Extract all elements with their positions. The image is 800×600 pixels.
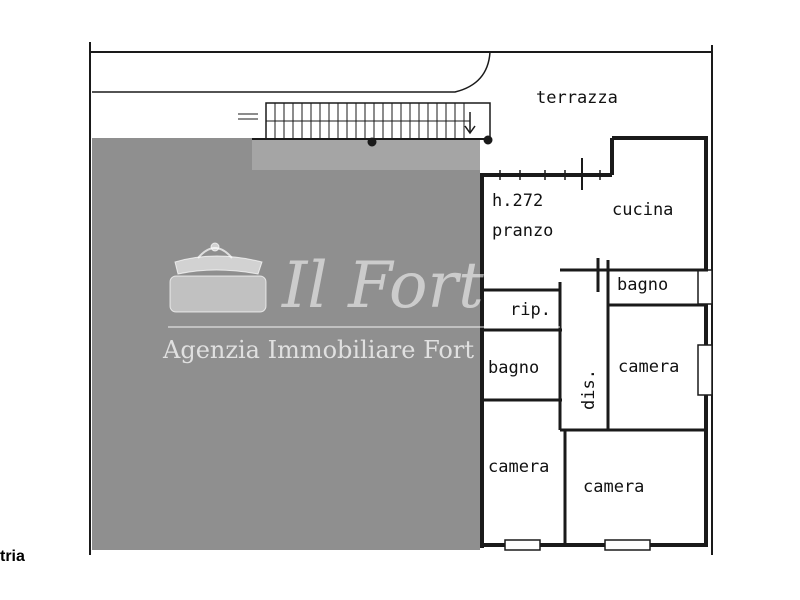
room-label-bagno-left: bagno: [488, 358, 539, 378]
watermark: Il Fort Agenzia Immobiliare Fort: [162, 242, 560, 364]
room-label-camera-bottom: camera: [583, 477, 644, 497]
room-label-camera-right: camera: [618, 357, 679, 377]
room-label-rip: rip.: [510, 300, 551, 320]
room-label-terrazza: terrazza: [536, 88, 618, 108]
watermark-script-text: Il Fort: [281, 249, 484, 323]
corner-label: tria: [0, 548, 25, 565]
room-label-camera-left: camera: [488, 457, 549, 477]
apartment-walls: [480, 136, 708, 548]
watermark-agency-text: Agenzia Immobiliare Fort: [162, 336, 474, 364]
room-label-dis: dis.: [579, 369, 599, 410]
watermark-logo: [169, 242, 267, 313]
room-label-pranzo: pranzo: [492, 221, 553, 241]
room-label-bagno-top: bagno: [617, 275, 668, 295]
room-label-cucina: cucina: [612, 200, 673, 220]
shaded-area-top: [252, 138, 480, 170]
windows: [499, 158, 713, 551]
interior-walls: [482, 258, 708, 545]
room-label-height: h.272: [492, 191, 543, 211]
terrace-curve: [92, 51, 491, 93]
shaded-area: [92, 138, 480, 550]
staircase: [238, 102, 493, 147]
